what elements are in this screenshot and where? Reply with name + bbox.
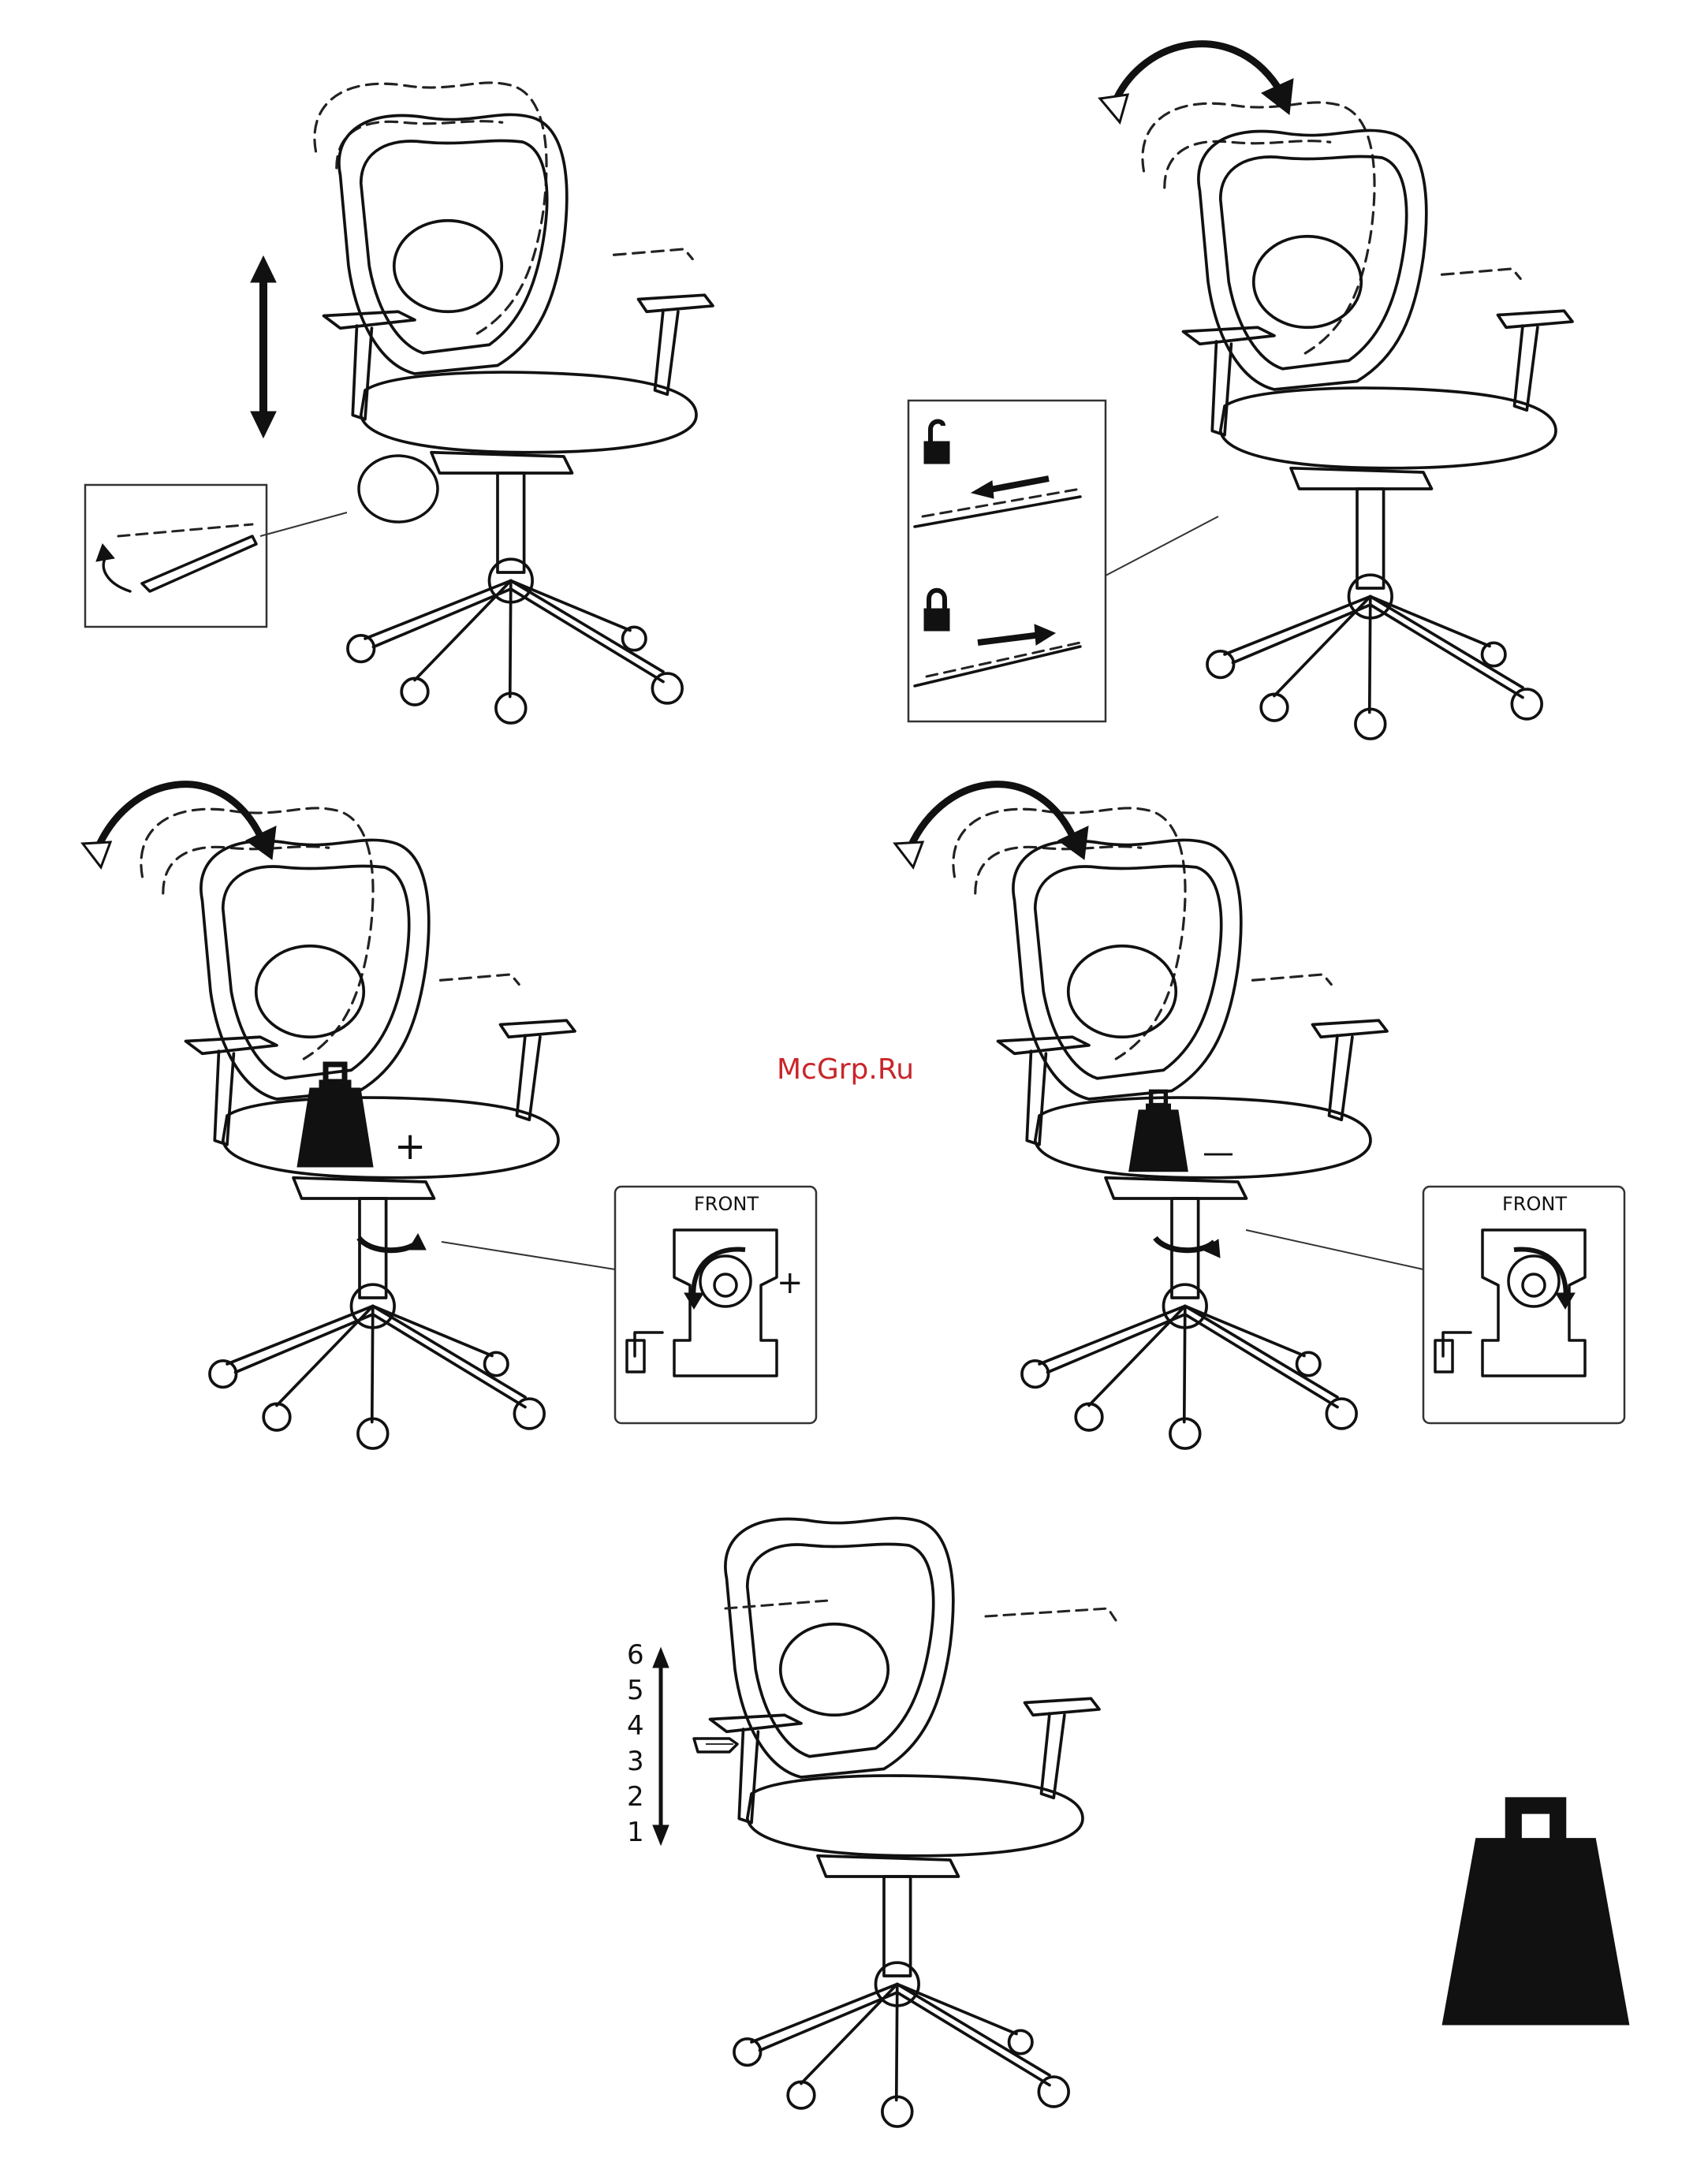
panel-tension-increase: + FRONT +	[83, 785, 816, 1448]
panel-height-adjust	[85, 83, 713, 723]
svg-text:6: 6	[627, 1639, 644, 1671]
front-label: FRONT	[694, 1193, 759, 1215]
front-label: FRONT	[1502, 1193, 1567, 1215]
svg-text:1: 1	[627, 1817, 644, 1848]
inset-plus-sign: +	[777, 1265, 804, 1301]
weight-icon	[297, 1064, 373, 1167]
svg-text:2: 2	[627, 1781, 644, 1813]
panel-tilt-lock	[908, 44, 1572, 739]
watermark: McGrp.Ru	[777, 1053, 914, 1086]
weight-icon	[1443, 1806, 1628, 2024]
height-scale: 6 5 4 3 2 1	[627, 1639, 644, 1848]
svg-text:3: 3	[627, 1746, 644, 1777]
panel-tension-decrease: — FRONT	[895, 785, 1624, 1448]
svg-text:5: 5	[627, 1675, 644, 1706]
tension-minus-sign: —	[1203, 1135, 1234, 1171]
height-double-arrow-icon	[251, 256, 276, 438]
svg-text:4: 4	[627, 1710, 644, 1742]
tension-plus-sign: +	[394, 1124, 426, 1168]
panel-armrest-height: 6 5 4 3 2 1	[627, 1518, 1116, 2126]
weight-icon	[1129, 1091, 1188, 1171]
pointing-hand-icon	[694, 1739, 737, 1752]
